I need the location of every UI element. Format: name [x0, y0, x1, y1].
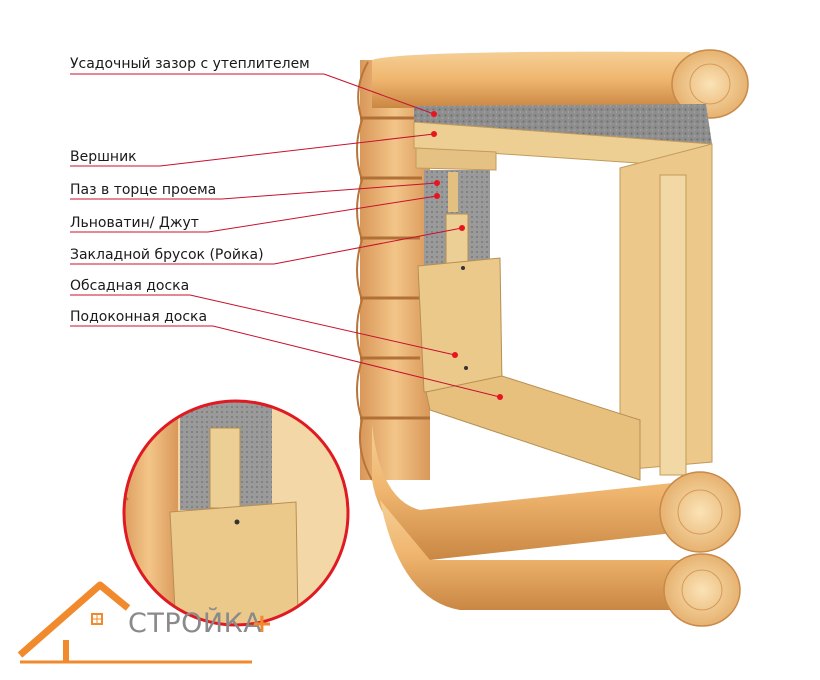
log-bottom [372, 424, 741, 627]
shrink-gap-insulation [414, 104, 712, 144]
leader-dots [431, 111, 503, 400]
detail-magnifier [122, 399, 350, 627]
right-jamb [619, 143, 713, 476]
callout-sill-board: Подоконная доска [70, 309, 208, 325]
casing-screw [464, 366, 468, 370]
logo-house-icon [17, 581, 252, 664]
callout-jute: Льноватин/ Джут [70, 215, 199, 231]
logo-text: СТРОЙКА [128, 608, 263, 639]
callout-casing-board: Обсадная доска [70, 278, 190, 294]
casing-screw [461, 266, 465, 270]
callout-shrink-gap: Усадочный зазор с утеплителем [70, 56, 310, 72]
left-jamb [424, 170, 490, 271]
logo-plus: + [251, 609, 273, 639]
sill-board-shape [425, 375, 641, 481]
leader-lines [70, 73, 501, 398]
callout-embedded-bar: Закладной брусок (Ройка) [70, 247, 264, 263]
casing-board-shape [417, 257, 503, 393]
log-top [372, 49, 749, 119]
callout-groove: Паз в торце проема [70, 182, 217, 198]
callout-top-beam: Вершник [70, 149, 137, 165]
